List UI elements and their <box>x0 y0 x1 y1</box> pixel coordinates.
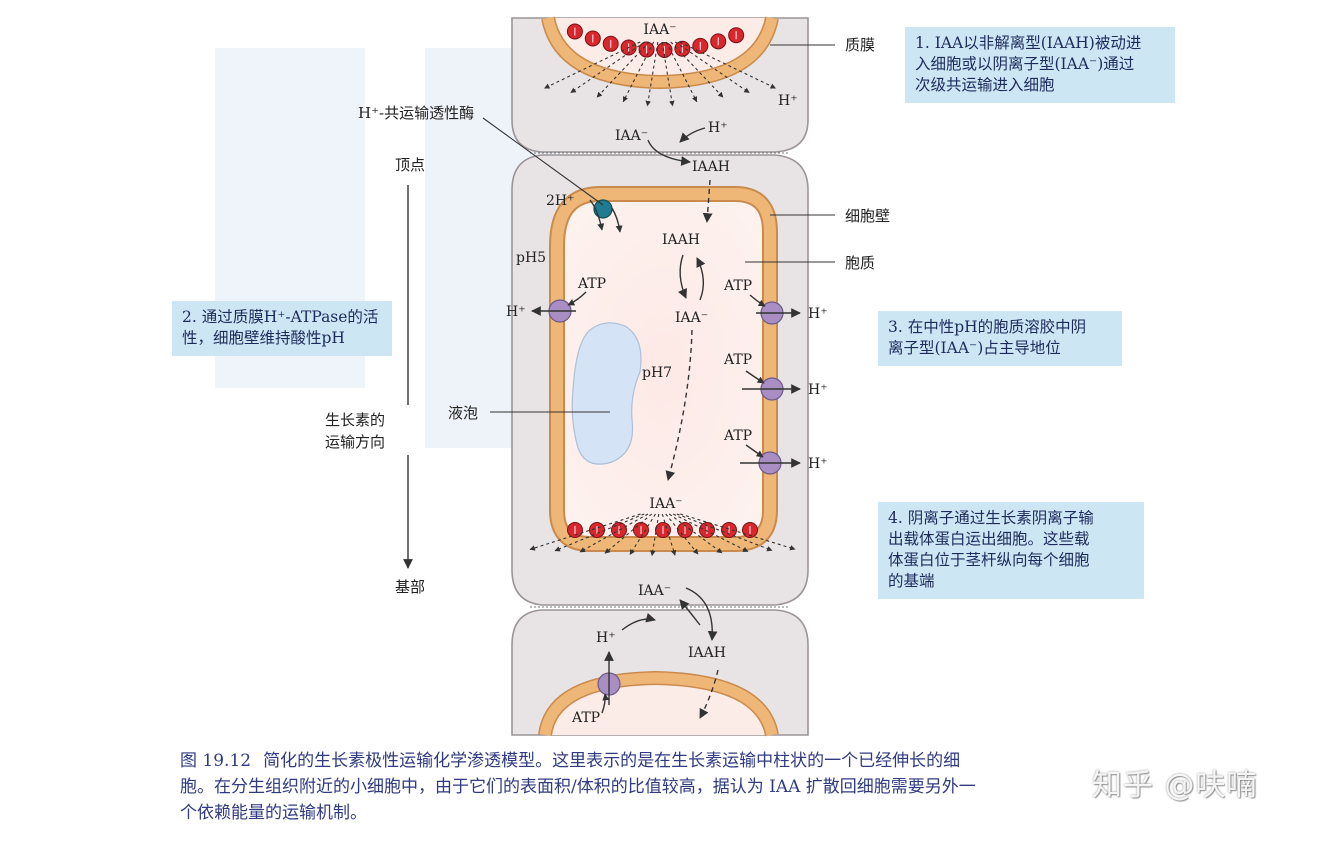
atp-label: ATP <box>723 352 752 368</box>
atp-label: ATP <box>723 278 752 294</box>
note-1: 1. IAA以非解离型(IAAH)被动进 入细胞或以阴离子型(IAA⁻)通过 次… <box>905 27 1175 103</box>
vacuole <box>571 322 642 465</box>
note-2: 2. 通过质膜H⁺-ATPase的活 性，细胞壁维持酸性pH <box>172 301 392 356</box>
iaa-anion-label: IAA⁻ <box>638 583 671 599</box>
note-3: 3. 在中性pH的胞质溶胶中阴 离子型(IAA⁻)占主导地位 <box>878 311 1122 366</box>
proton-label: H⁺ <box>708 120 728 136</box>
note-4: 4. 阴离子通过生长素阴离子输 出载体蛋白运出细胞。这些载 体蛋白位于茎杆纵向每… <box>878 502 1144 599</box>
efflux-arrow <box>670 41 724 98</box>
direction-label-line2: 运输方向 <box>325 433 385 451</box>
efflux-arrow <box>645 41 659 107</box>
efflux-arrow <box>554 513 645 552</box>
iaah-label: IAAH <box>692 159 730 175</box>
efflux-arrow <box>680 513 796 551</box>
cell-wall-label: 细胞壁 <box>845 207 890 225</box>
two-proton-label: 2H⁺ <box>546 193 575 209</box>
efflux-arrow <box>676 513 773 552</box>
iaa-anion-label: IAA⁻ <box>643 22 676 38</box>
cytoplasm-label: 胞质 <box>845 254 875 272</box>
efflux-arrow <box>529 513 641 551</box>
efflux-carrier-group-base <box>567 522 758 538</box>
upper-cell <box>511 16 809 153</box>
efflux-arrow <box>629 513 656 555</box>
efflux-arrow <box>661 513 677 556</box>
efflux-arrow <box>579 513 649 553</box>
efflux-arrow <box>650 513 660 557</box>
plasma-membrane-label: 质膜 <box>845 36 875 54</box>
figure-number: 图 19.12 <box>180 751 252 771</box>
iaah-label: IAAH <box>688 645 726 661</box>
iaa-anion-label: IAA⁻ <box>675 310 708 326</box>
watermark: 知乎 @呋喃 <box>1092 768 1258 803</box>
iaa-anion-label: IAA⁻ <box>615 128 648 144</box>
efflux-arrow <box>668 513 723 554</box>
apex-label: 顶点 <box>395 156 425 174</box>
efflux-arrow <box>665 513 699 555</box>
efflux-carrier-group-upper <box>566 23 745 58</box>
symporter-label: H⁺-共运输透性酶 <box>358 104 474 122</box>
transport-arrows <box>589 127 719 719</box>
ph5-label: pH5 <box>516 250 546 266</box>
vacuole-label: 液泡 <box>448 404 478 422</box>
leader-lines <box>482 44 835 413</box>
lower-cell <box>511 609 809 737</box>
efflux-arrow <box>661 41 675 107</box>
efflux-arrow <box>665 41 698 103</box>
proton-label: H⁺ <box>808 382 828 398</box>
proton-label: H⁺ <box>808 306 828 322</box>
iaah-label: IAAH <box>662 232 700 248</box>
base-label: 基部 <box>395 578 425 596</box>
symporter-protein <box>593 199 613 219</box>
efflux-arrow <box>596 41 650 98</box>
pump-arrows <box>531 291 801 714</box>
direction-label-line1: 生长素的 <box>325 411 385 429</box>
caption-text: 简化的生长素极性运输化学渗透模型。这里表示的是在生长素运输中柱状的一个已经伸长的… <box>180 751 976 823</box>
efflux-arrows <box>529 41 796 557</box>
atp-label: ATP <box>571 710 600 726</box>
efflux-arrow <box>674 41 750 94</box>
proton-label: H⁺ <box>506 304 526 320</box>
iaa-anion-label: IAA⁻ <box>649 496 682 512</box>
atp-label: ATP <box>723 428 752 444</box>
efflux-arrow <box>570 41 646 94</box>
proton-label: H⁺ <box>596 630 616 646</box>
efflux-arrow <box>622 41 655 103</box>
proton-label: H⁺ <box>778 93 798 109</box>
proton-label: H⁺ <box>808 456 828 472</box>
middle-cell <box>511 152 809 608</box>
efflux-arrow <box>672 513 749 553</box>
ph7-label: pH7 <box>642 365 672 381</box>
efflux-arrow <box>604 513 653 554</box>
atp-label: ATP <box>577 276 606 292</box>
